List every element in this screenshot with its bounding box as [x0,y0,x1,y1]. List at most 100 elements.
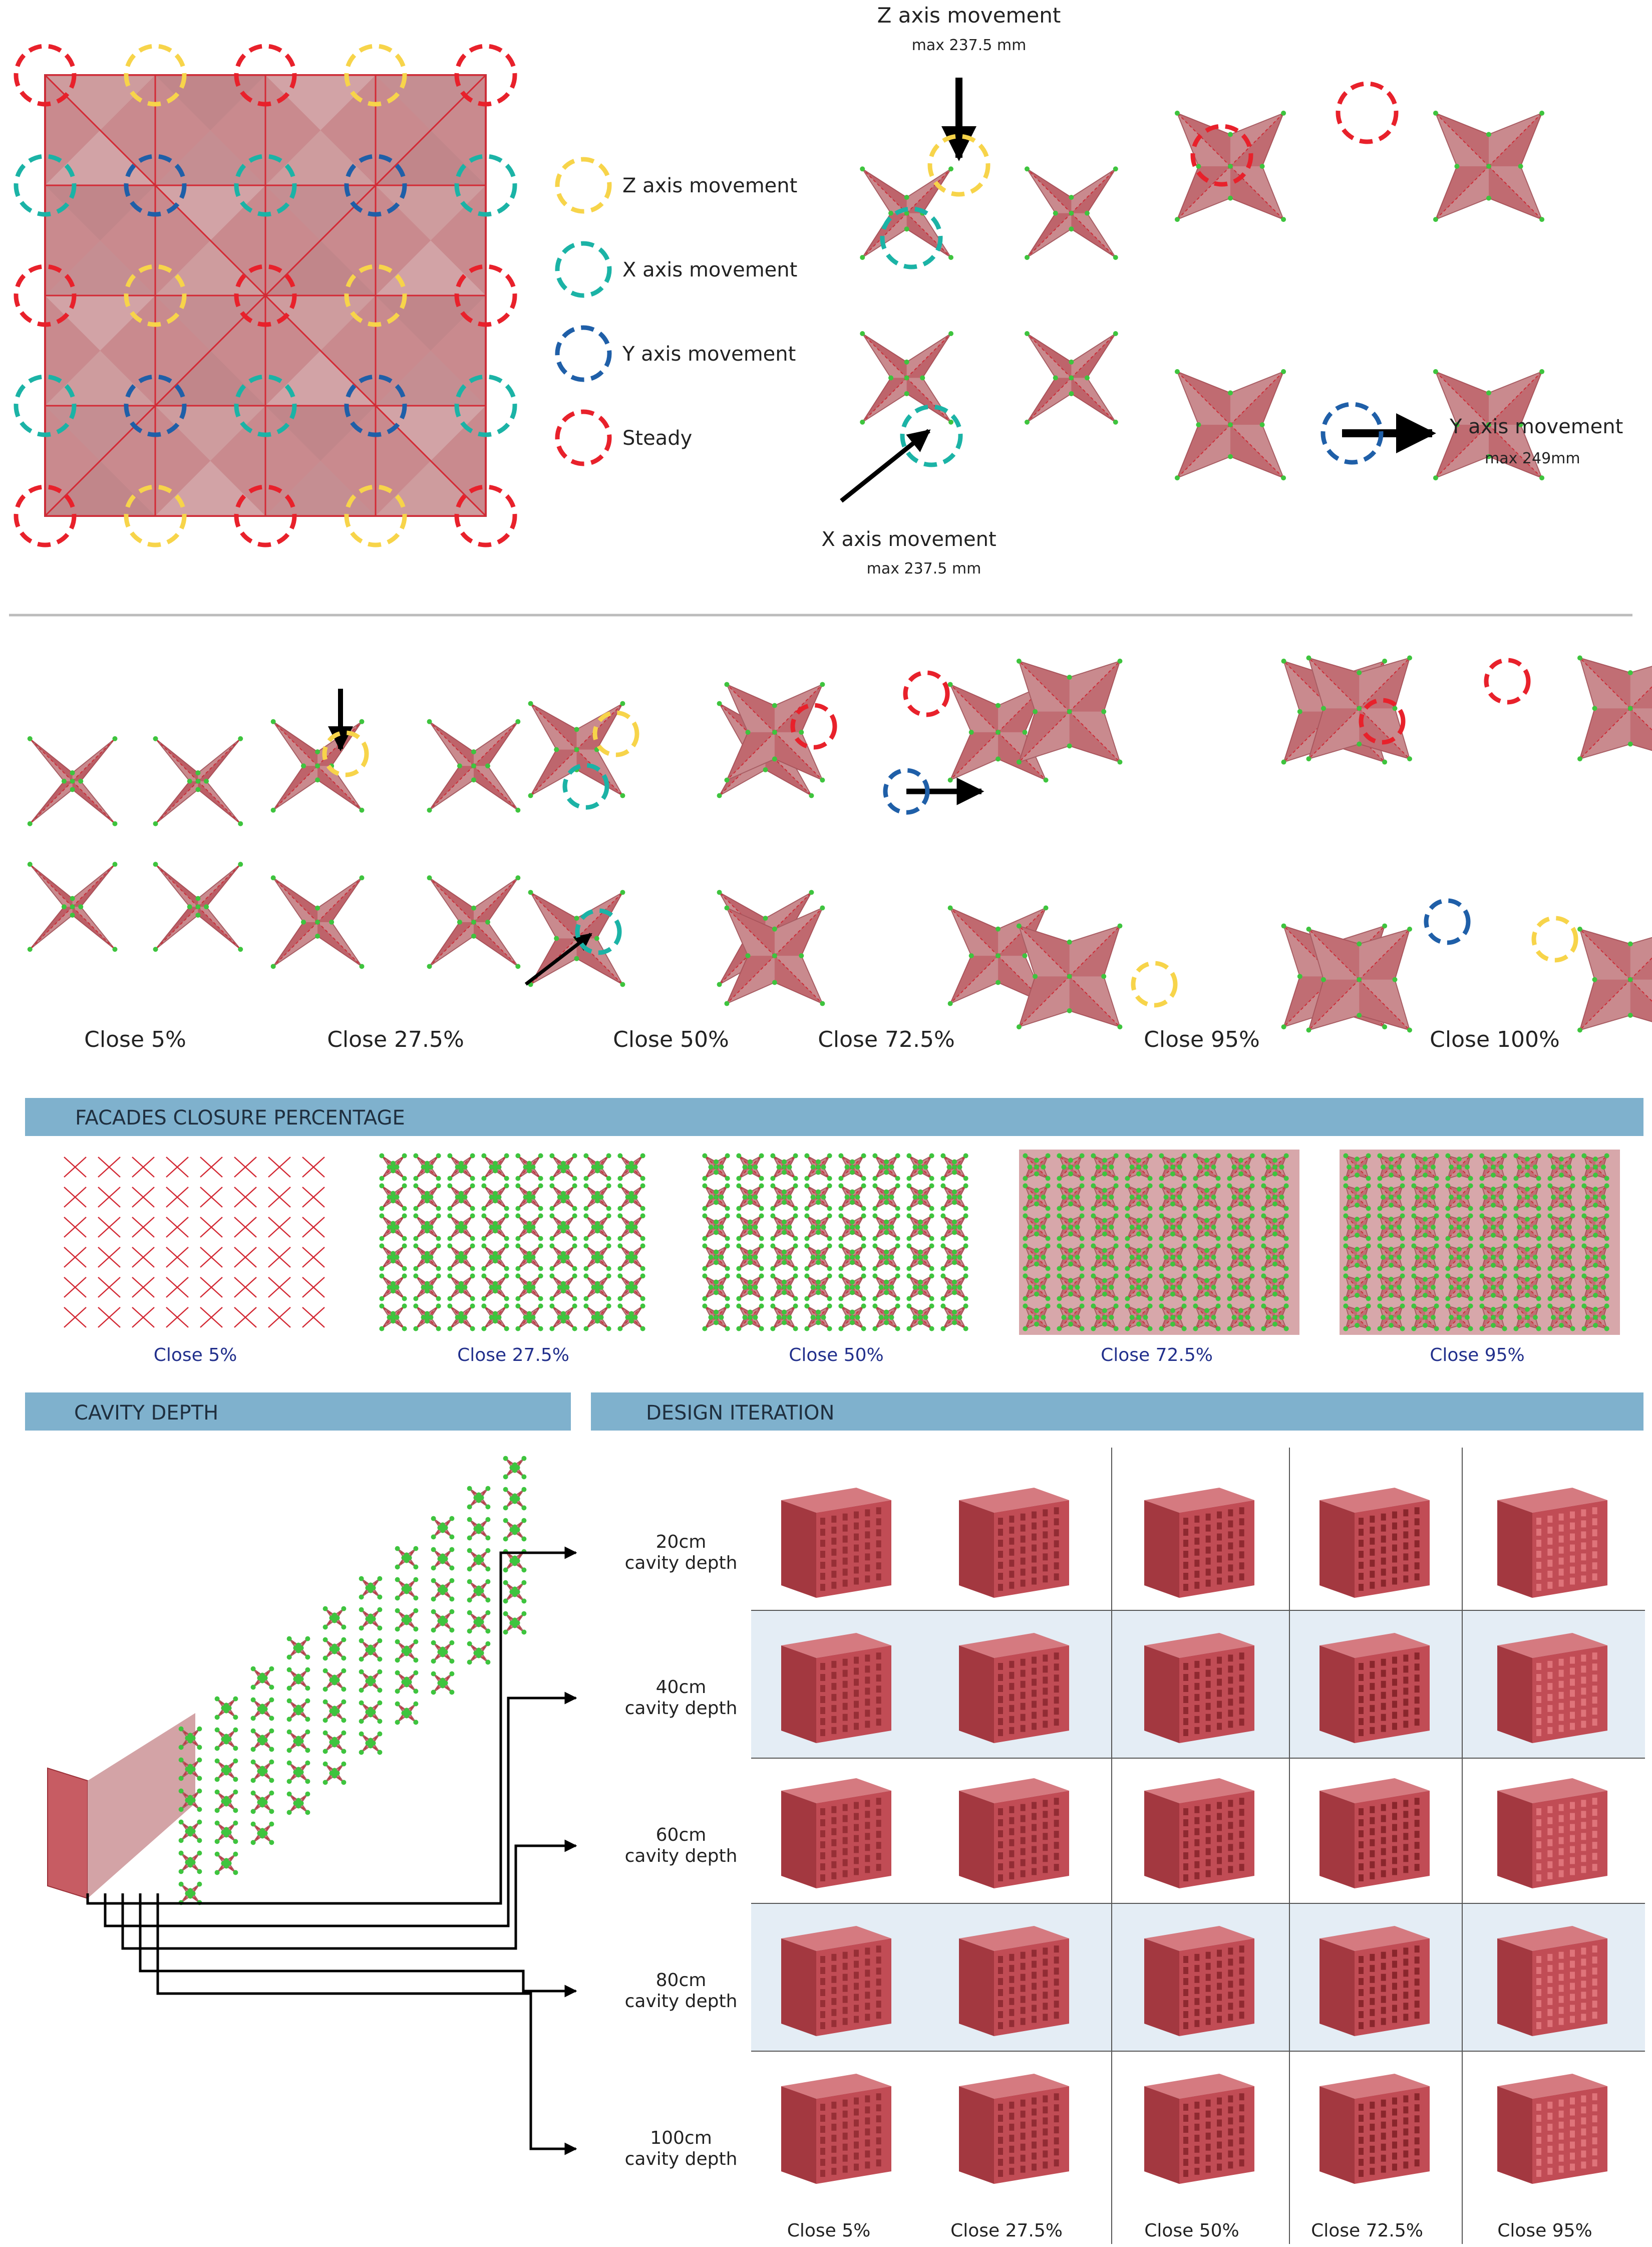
module-node [1109,1255,1114,1260]
module-node [1068,1278,1073,1283]
module-shade [1241,1276,1252,1287]
module-crease [1493,1155,1505,1168]
facade-module [1159,1183,1187,1211]
module-shade [1071,169,1116,213]
cavity-module [214,1696,238,1720]
module-node [489,1255,494,1260]
cavity-module [214,1727,238,1751]
facade-module [1091,1183,1119,1211]
module-crease [1481,1257,1494,1269]
module-shade [1105,1216,1116,1227]
module-shade [1561,1287,1573,1299]
module-crease [1025,1167,1037,1179]
module-crease [597,1167,609,1179]
module-node [269,1778,274,1783]
module-shade [950,908,999,956]
module-node [1479,1213,1485,1219]
module-node [1265,1165,1271,1170]
module-crease [886,1245,898,1258]
module-node [1283,1243,1289,1249]
module-crease [393,1185,405,1198]
module-node [425,1258,430,1264]
module-crease [317,922,363,967]
module-shade [920,1197,932,1209]
module-shade [1263,1246,1275,1257]
module-node [1215,1243,1221,1249]
module-node [1343,1183,1349,1189]
module-node [702,1266,708,1271]
module-node [428,1225,434,1230]
module-node [1411,1266,1417,1271]
module-crease [840,1155,853,1168]
module-node [889,1315,894,1320]
module-shade [1489,113,1542,166]
module-node [359,964,365,969]
module-shade [727,956,775,1004]
module-node [188,1891,193,1896]
module-shade [716,1167,728,1179]
module-node [810,1255,816,1260]
module-node [963,1326,968,1331]
module-crease [1493,1215,1505,1228]
module-node [595,1258,600,1264]
module-shade [382,1317,393,1329]
module-node [1227,1213,1232,1219]
module-shade [495,1186,507,1197]
module-node [1486,132,1491,137]
module-node [827,1303,832,1309]
module-crease [1025,1287,1037,1299]
module-crease [1413,1275,1426,1288]
module [1024,166,1118,260]
module-shade [631,1167,643,1179]
module-node [204,778,209,784]
module-node [1113,419,1118,425]
module-node [1415,1255,1420,1260]
module-node [1061,1285,1067,1290]
module-shade [1527,1216,1539,1227]
module-node [736,1266,742,1271]
module-crease [1379,1227,1392,1239]
module-shade [1093,1276,1105,1287]
module-node [1536,1183,1541,1189]
module-node [413,1183,419,1189]
module-node [1113,1303,1119,1309]
module-node [391,1198,396,1204]
module-node [1079,1326,1085,1331]
module-node [425,1225,430,1230]
module-node [809,793,814,798]
module-node [1238,1218,1243,1223]
module-node [1136,1315,1141,1320]
module-node [197,1726,202,1732]
module-node [1502,1326,1507,1331]
module-node [1147,1213,1153,1219]
module-node [572,1206,577,1211]
module-shade [1346,1227,1357,1239]
module-crease [495,1257,507,1269]
module-crease [1172,1215,1185,1228]
module-shade [1025,1246,1037,1257]
module-node [598,1165,604,1170]
facade-module [447,1243,475,1271]
module-shade [852,1197,864,1209]
module-crease [1515,1155,1528,1168]
module-crease [942,1287,955,1299]
module-crease [1070,1215,1083,1228]
module-node [1045,1213,1051,1219]
module-node [606,1213,611,1219]
module-crease [1019,711,1070,763]
module-crease [1263,1227,1275,1239]
module-shade [1527,1287,1539,1299]
module-node [598,1225,604,1230]
module-crease [920,1305,932,1318]
module-crease [1561,1197,1573,1209]
facade-module [736,1303,764,1331]
module-node [1593,1203,1598,1208]
module-crease [551,1245,564,1258]
module-shade [1093,1317,1105,1329]
module-shade [1069,711,1120,762]
module-crease [1308,657,1360,709]
module-node [923,1255,928,1260]
module-shade [705,1186,716,1197]
module-node [1068,1165,1073,1170]
facade-module [617,1153,645,1181]
